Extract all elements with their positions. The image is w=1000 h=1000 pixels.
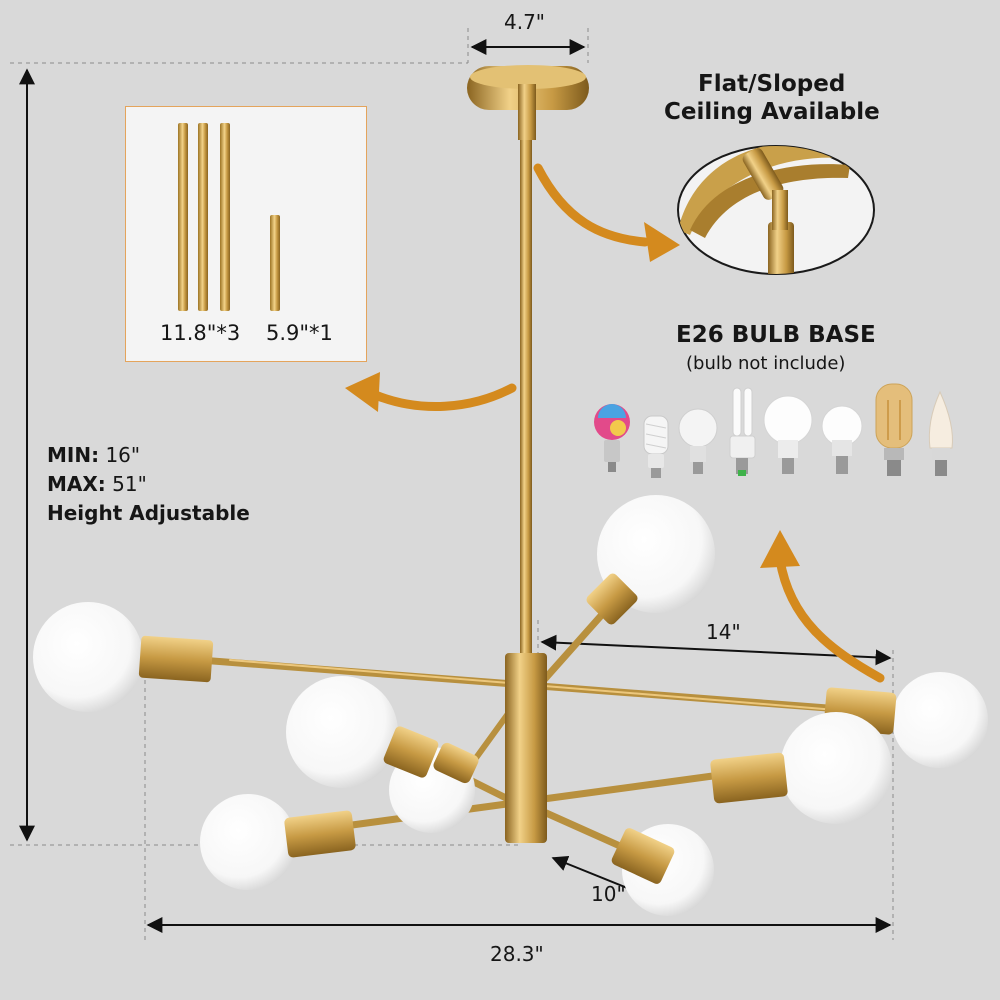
- bulb-left-low: [200, 794, 356, 890]
- extension-rods-panel: 11.8"*3 5.9"*1: [125, 106, 367, 362]
- orange-arrowheads: [345, 222, 800, 568]
- height-max: MAX: 51": [47, 472, 147, 496]
- a19-clear-bulb-icon: [678, 408, 718, 474]
- height-max-label: MAX:: [47, 472, 106, 496]
- ceiling-title-line1: Flat/Sloped: [698, 71, 846, 97]
- u-shape-cfl-bulb-icon: [729, 387, 756, 476]
- center-hub: [505, 653, 547, 843]
- spiral-cfl-bulb-icon: [643, 415, 669, 478]
- arm-long-label: 14": [706, 620, 741, 644]
- long-rod-label: 11.8"*3: [160, 321, 241, 345]
- bulb-top: [586, 495, 715, 625]
- ceiling-detail-zoom: [677, 145, 875, 275]
- height-adjustable-note: Height Adjustable: [47, 501, 250, 525]
- long-rod-1: [178, 123, 188, 311]
- bulb-bottom-right: [611, 824, 714, 916]
- canopy-width-label: 4.7": [504, 10, 546, 34]
- height-min: MIN: 16": [47, 443, 140, 467]
- canopy: [467, 65, 589, 140]
- long-rod-2: [198, 123, 208, 311]
- arm-long-arrow: [540, 634, 892, 666]
- bulb-right-mid: [710, 712, 892, 824]
- bulb-base-subtitle: (bulb not include): [686, 353, 846, 374]
- arm-short-label: 10": [591, 882, 626, 906]
- smart-rgb-bulb-icon: [594, 404, 630, 472]
- a19-frosted-bulb-icon: [763, 395, 813, 474]
- total-width-label: 28.3": [490, 942, 544, 966]
- arrow-to-bulbs: [775, 555, 885, 683]
- short-rod-label: 5.9"*1: [266, 321, 333, 345]
- height-max-value: 51": [112, 472, 147, 496]
- orange-arrows: [373, 163, 885, 683]
- globe-led-bulb-icon: [821, 405, 863, 474]
- downrod: [520, 140, 532, 660]
- candle-bulb-icon: [928, 390, 953, 476]
- arrow-to-ceiling-detail: [533, 163, 650, 247]
- long-rod-3: [220, 123, 230, 311]
- bulb-left-inner: [286, 676, 439, 788]
- dimension-arrows: [19, 39, 892, 933]
- bulb-left: [33, 602, 214, 712]
- arrow-to-rods: [373, 383, 517, 411]
- height-min-label: MIN:: [47, 443, 100, 467]
- short-rod: [270, 215, 280, 311]
- edison-filament-bulb-icon: [875, 383, 913, 476]
- bulb-type-icons: [594, 383, 953, 478]
- bulb-base-title: E26 BULB BASE: [676, 322, 876, 348]
- ceiling-title-line2: Ceiling Available: [664, 99, 880, 125]
- height-min-value: 16": [105, 443, 141, 467]
